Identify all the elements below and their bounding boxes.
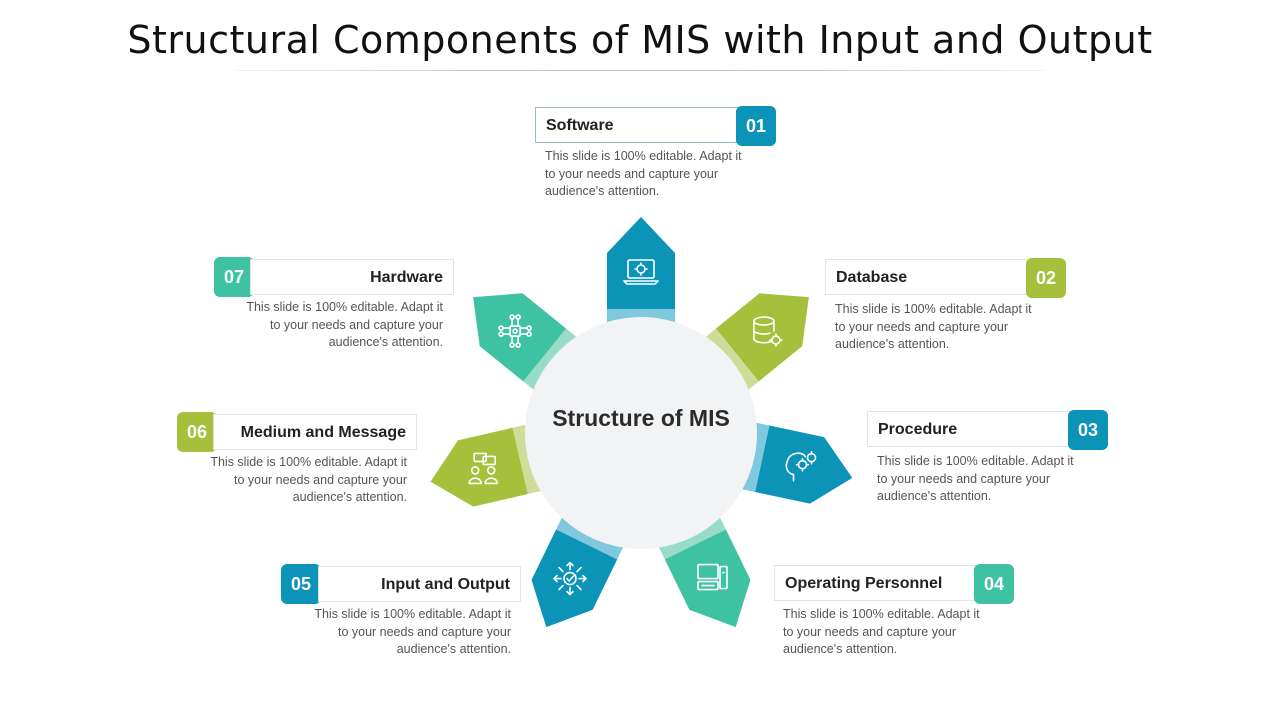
petal-body xyxy=(715,293,809,382)
center-label: Structure of MIS xyxy=(552,405,730,431)
card-description: This slide is 100% editable. Adapt it to… xyxy=(545,149,742,198)
card-description: This slide is 100% editable. Adapt it to… xyxy=(835,302,1032,351)
card-number-badge: 02 xyxy=(1026,258,1066,298)
card-title: Input and Output xyxy=(318,566,521,602)
card-number-badge: 04 xyxy=(974,564,1014,604)
arrows-check-icon xyxy=(553,561,587,596)
card-title: Software xyxy=(535,107,740,143)
laptop-gear-icon xyxy=(623,259,659,285)
card-description: This slide is 100% editable. Adapt it to… xyxy=(314,607,511,656)
center-circle xyxy=(525,317,757,549)
card-title: Procedure xyxy=(867,411,1072,447)
head-gears-icon xyxy=(785,450,817,482)
petal-body xyxy=(473,293,567,382)
card-description: This slide is 100% editable. Adapt it to… xyxy=(246,300,443,349)
card-description: This slide is 100% editable. Adapt it to… xyxy=(783,607,980,656)
card-title: Database xyxy=(825,259,1030,295)
title-divider xyxy=(236,70,1044,71)
database-gear-icon xyxy=(752,316,783,347)
card-description: This slide is 100% editable. Adapt it to… xyxy=(877,454,1074,503)
card-number-badge: 03 xyxy=(1068,410,1108,450)
slide-title: Structural Components of MIS with Input … xyxy=(127,18,1153,62)
card-title: Hardware xyxy=(250,259,454,295)
people-messages-icon xyxy=(468,452,499,485)
card-title: Operating Personnel xyxy=(774,565,979,601)
card-description: This slide is 100% editable. Adapt it to… xyxy=(210,455,407,504)
computer-workstation-icon xyxy=(697,563,728,591)
card-number-badge: 07 xyxy=(214,257,254,297)
petal-body xyxy=(430,427,528,507)
card-number-badge: 06 xyxy=(177,412,217,452)
card-number-badge: 01 xyxy=(736,106,776,146)
petal-body xyxy=(531,529,618,628)
card-title: Medium and Message xyxy=(213,414,417,450)
chip-circuit-icon xyxy=(498,314,532,348)
petal-body xyxy=(755,425,853,504)
card-number-badge: 05 xyxy=(281,564,321,604)
